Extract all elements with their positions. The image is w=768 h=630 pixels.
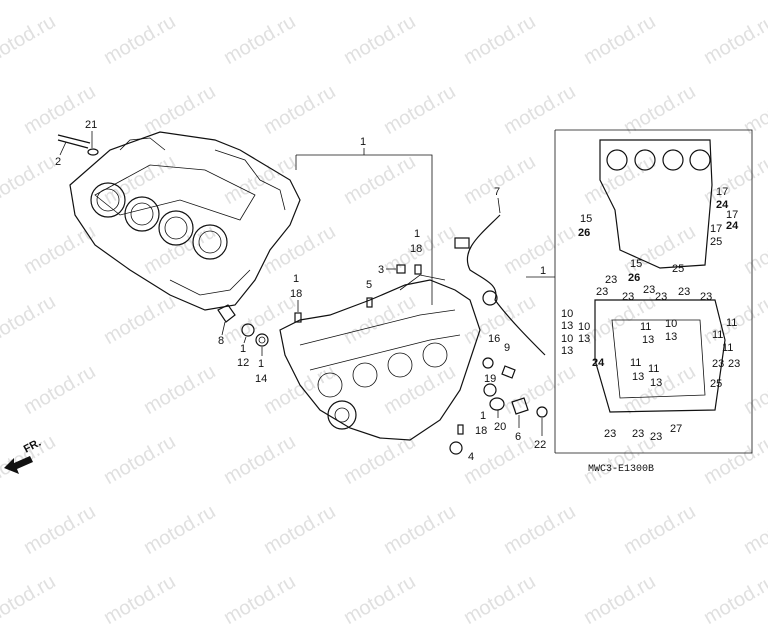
svg-text:13: 13: [632, 371, 644, 383]
watermark-text: motod.ru: [220, 570, 300, 630]
callout-18-bottom: 18: [475, 425, 487, 437]
exploded-parts-diagram: 21 2 8 1 1 18 1 18 3 5: [4, 119, 753, 474]
svg-text:10: 10: [578, 321, 590, 333]
inset-lower-view: [594, 299, 726, 413]
svg-text:17: 17: [710, 223, 722, 235]
inset-box: [526, 129, 753, 454]
callout-8: 8: [218, 335, 224, 347]
svg-text:10: 10: [561, 333, 573, 345]
svg-text:13: 13: [665, 331, 677, 343]
diagram-code: MWC3-E1300B: [588, 464, 655, 475]
svg-text:15: 15: [580, 213, 592, 225]
svg-text:13: 13: [642, 334, 654, 346]
svg-text:23: 23: [632, 428, 644, 440]
callout-19: 19: [484, 373, 496, 385]
callout-1-bottom: 1: [480, 410, 486, 422]
filter-parts: [241, 323, 269, 347]
watermark-text: motod.ru: [0, 570, 60, 630]
callout-9: 9: [504, 342, 510, 354]
callout-bracket-1: [295, 148, 433, 305]
oil-pressure-switch: [217, 304, 236, 336]
svg-text:23: 23: [700, 291, 712, 303]
callout-5: 5: [366, 279, 372, 291]
svg-text:23: 23: [650, 431, 662, 443]
watermark-text: motod.ru: [340, 570, 420, 630]
callout-6: 6: [515, 431, 521, 443]
svg-text:26: 26: [578, 227, 590, 239]
inset-callouts: 15 26 15 26 17 24 17 17 24 25 25 23 23 2…: [561, 186, 740, 443]
callout-1-left: 1: [293, 273, 299, 285]
svg-text:11: 11: [648, 363, 659, 375]
front-direction-arrow-icon: [4, 456, 33, 474]
direction-label: FR.: [22, 437, 43, 456]
watermark-text: motod.ru: [580, 570, 660, 630]
svg-text:25: 25: [710, 236, 722, 248]
svg-text:13: 13: [561, 320, 573, 332]
svg-text:23: 23: [604, 428, 616, 440]
callout-3: 3: [378, 264, 384, 276]
callout-1-right: 1: [540, 265, 546, 277]
svg-text:13: 13: [578, 333, 590, 345]
callout-21: 21: [85, 119, 97, 131]
svg-text:25: 25: [672, 263, 684, 275]
svg-text:15: 15: [630, 258, 642, 270]
watermark-text: motod.ru: [100, 570, 180, 630]
svg-text:11: 11: [722, 342, 733, 354]
stud-bolt: [57, 134, 99, 156]
watermark-text: motod.ru: [460, 570, 540, 630]
svg-text:11: 11: [630, 357, 641, 369]
callout-18-mid: 18: [410, 243, 422, 255]
callout-12: 12: [237, 357, 249, 369]
svg-text:10: 10: [665, 318, 677, 330]
svg-text:10: 10: [561, 308, 573, 320]
callout-22: 22: [534, 439, 546, 451]
svg-text:24: 24: [726, 220, 739, 232]
svg-text:23: 23: [596, 286, 608, 298]
svg-text:23: 23: [622, 291, 634, 303]
callout-4: 4: [468, 451, 474, 463]
callout-1-left2: 1: [240, 343, 246, 355]
svg-text:23: 23: [678, 286, 690, 298]
callout-1-b: 1: [258, 358, 264, 370]
svg-text:24: 24: [592, 357, 605, 369]
callout-14: 14: [255, 373, 267, 385]
callout-1-top: 1: [360, 136, 366, 148]
upper-crankcase: [69, 131, 301, 311]
svg-text:23: 23: [728, 358, 740, 370]
svg-text:13: 13: [561, 345, 573, 357]
svg-text:11: 11: [726, 317, 737, 329]
wire-harness: [454, 214, 546, 356]
watermark-text: motod.ru: [700, 570, 768, 630]
svg-text:23: 23: [712, 358, 724, 370]
svg-text:25: 25: [710, 378, 722, 390]
callout-2: 2: [55, 156, 61, 168]
svg-text:23: 23: [605, 274, 617, 286]
svg-text:24: 24: [716, 199, 729, 211]
svg-text:13: 13: [650, 377, 662, 389]
svg-text:17: 17: [716, 186, 728, 198]
svg-text:17: 17: [726, 209, 738, 221]
svg-text:23: 23: [643, 284, 655, 296]
callout-1-mid: 1: [414, 228, 420, 240]
svg-text:26: 26: [628, 272, 640, 284]
lower-crankcase: [279, 274, 481, 441]
inset-upper-view: [599, 139, 713, 269]
svg-text:27: 27: [670, 423, 682, 435]
callout-18-left: 18: [290, 288, 302, 300]
callout-20: 20: [494, 421, 506, 433]
callout-16: 16: [488, 333, 500, 345]
callout-7: 7: [494, 186, 500, 198]
svg-text:11: 11: [712, 329, 723, 341]
svg-text:23: 23: [655, 291, 667, 303]
svg-text:11: 11: [640, 321, 651, 333]
